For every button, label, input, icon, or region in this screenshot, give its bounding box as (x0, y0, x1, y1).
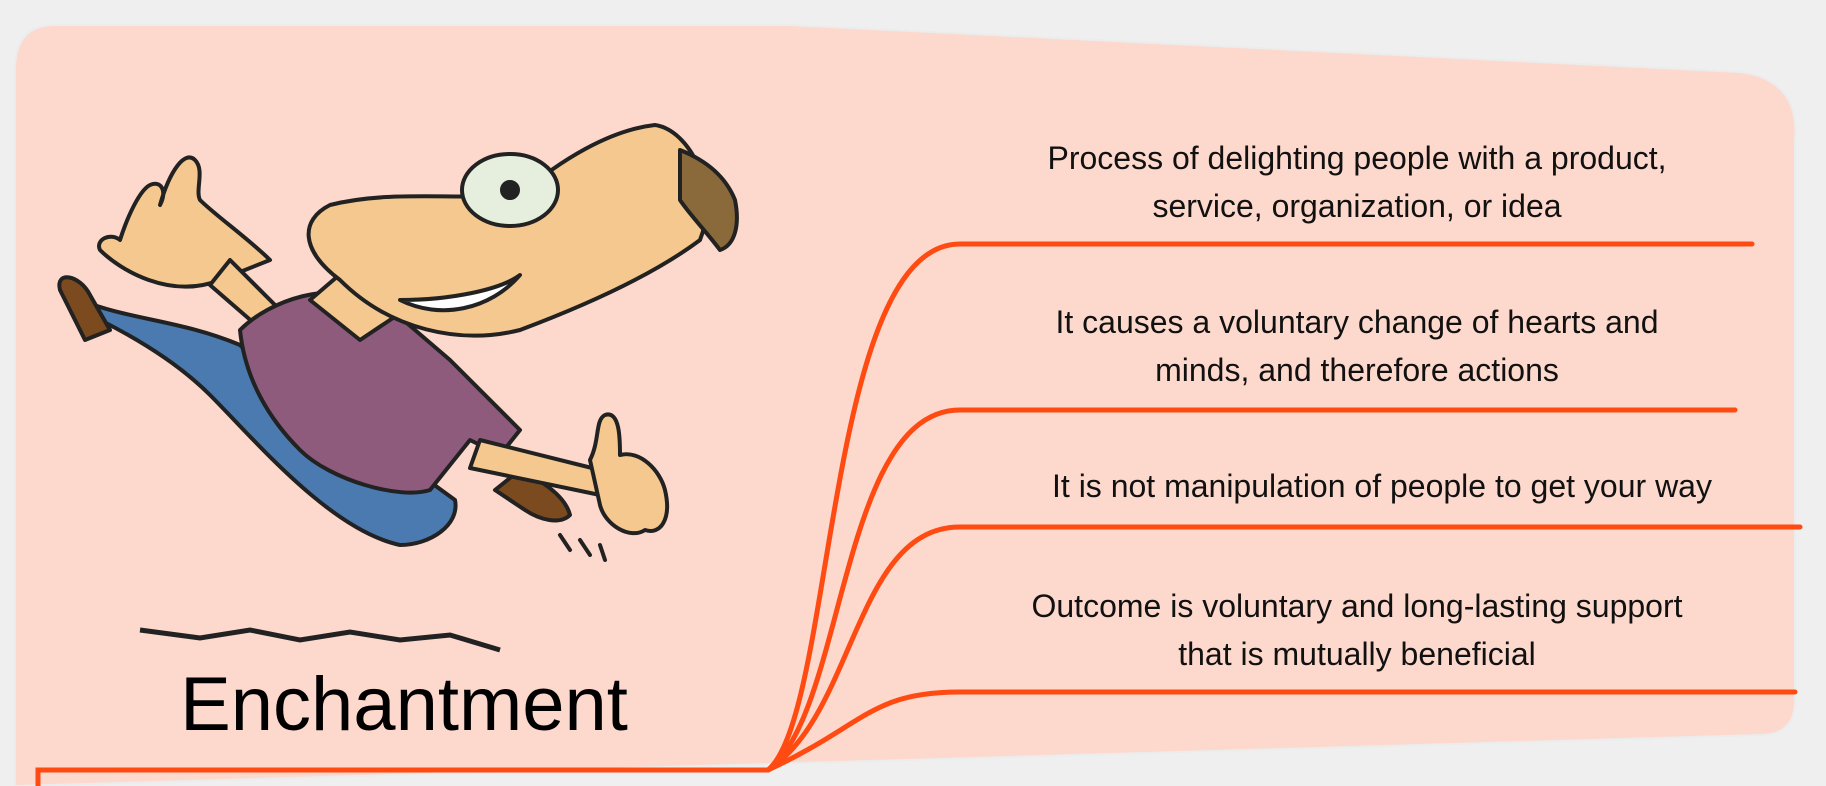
shirt (238, 290, 522, 495)
front-shoe (57, 275, 112, 342)
item-3-line-2: that is mutually beneficial (1178, 636, 1536, 672)
motion-marks (558, 533, 607, 562)
front-hand (588, 412, 670, 536)
pupil (500, 180, 520, 200)
back-hand (97, 155, 272, 289)
item-2-line-1: It is not manipulation of people to get … (1052, 468, 1712, 504)
connector-line-4 (765, 689, 1798, 773)
head (306, 123, 709, 338)
item-process-of-delighting: Process of delighting people with a prod… (972, 134, 1742, 230)
diagram-title: Enchantment (180, 662, 628, 747)
connector-line-3 (765, 524, 1803, 773)
item-0-line-1: Process of delighting people with a prod… (1047, 140, 1667, 176)
item-0-line-2: service, organization, or idea (1152, 188, 1562, 224)
hair (678, 148, 739, 252)
running-cartoon-man-icon (57, 123, 739, 562)
mouth (398, 273, 522, 313)
speed-scribble (139, 627, 501, 653)
connector-line-2 (765, 407, 1738, 773)
item-1-line-2: minds, and therefore actions (1155, 352, 1559, 388)
connector-line-1 (765, 241, 1755, 773)
item-voluntary-change: It causes a voluntary change of hearts a… (972, 298, 1742, 394)
connector-lines (35, 241, 1803, 786)
item-outcome: Outcome is voluntary and long-lasting su… (972, 582, 1742, 678)
item-3-line-1: Outcome is voluntary and long-lasting su… (1031, 588, 1683, 624)
base-line (35, 767, 771, 786)
item-not-manipulation: It is not manipulation of people to get … (972, 462, 1792, 510)
item-1-line-1: It causes a voluntary change of hearts a… (1055, 304, 1659, 340)
